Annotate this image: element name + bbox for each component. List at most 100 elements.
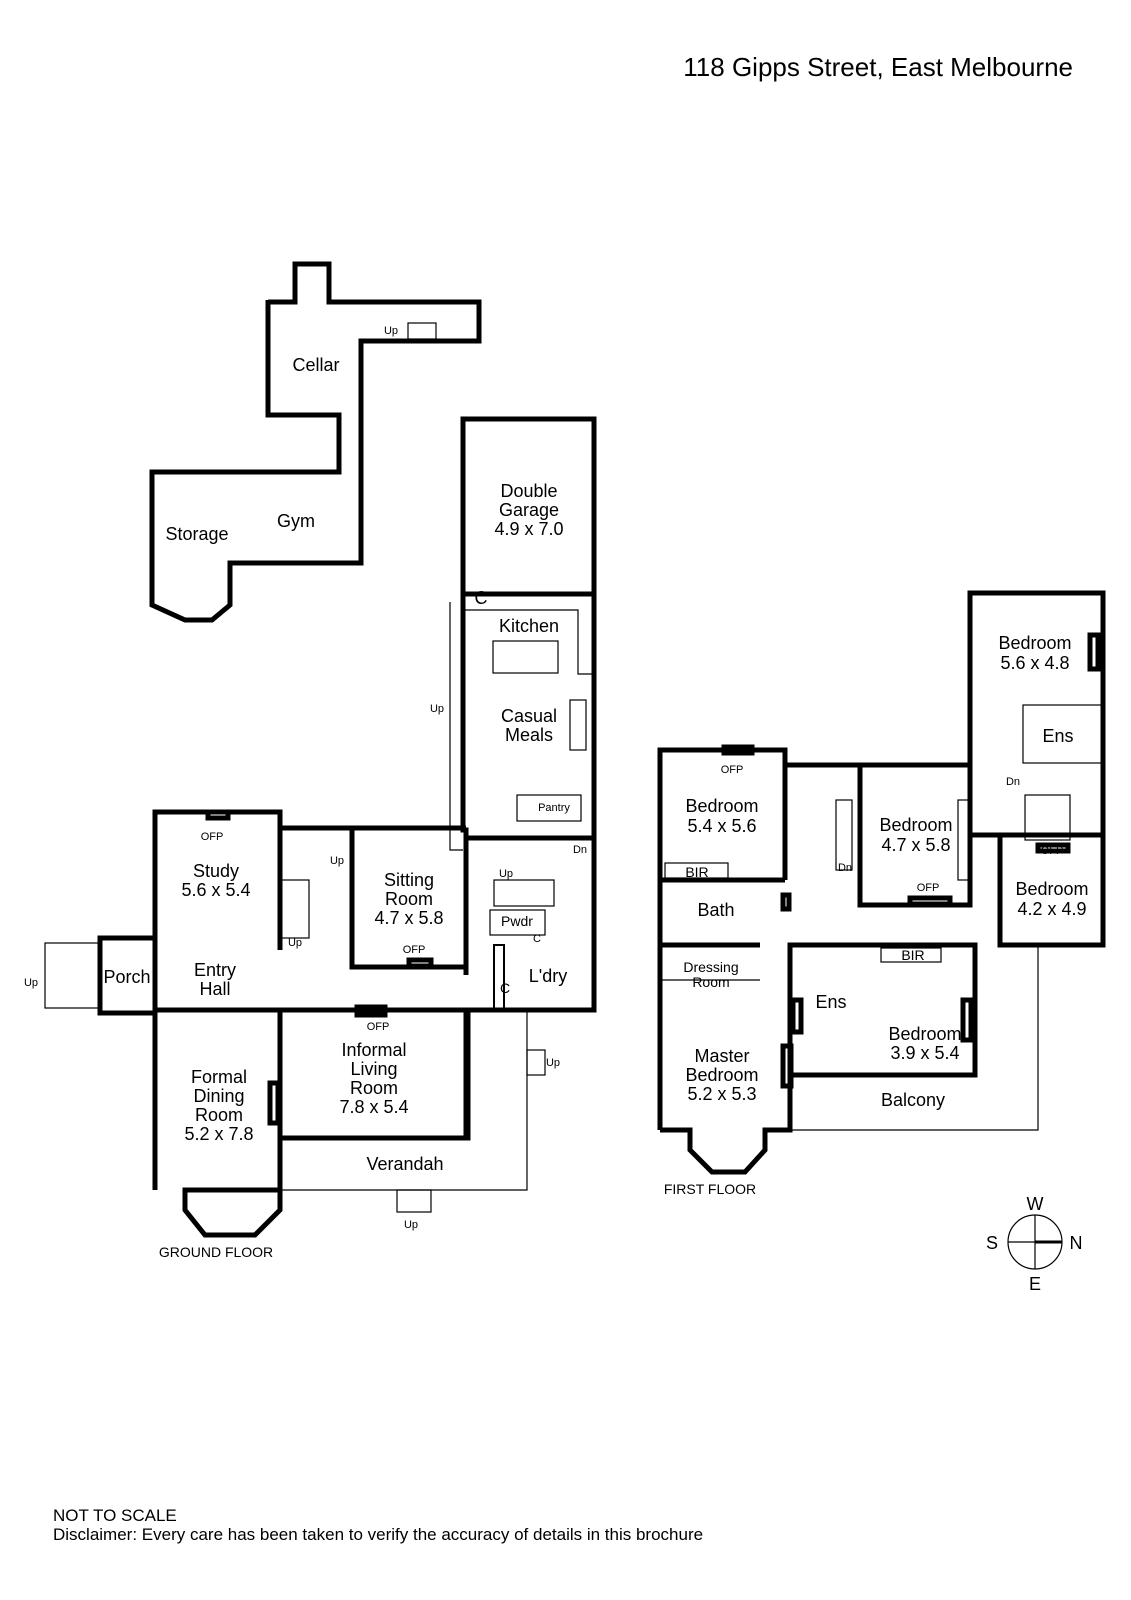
room-label: N — [1070, 1233, 1083, 1253]
room-label: Pwdr — [501, 913, 533, 929]
room-label: Bedroom — [879, 815, 952, 835]
wall-line — [780, 1043, 794, 1089]
room-label: 5.2 x 7.8 — [184, 1124, 253, 1144]
disclaimer-text: Disclaimer: Every care has been taken to… — [53, 1525, 704, 1544]
wall-line — [907, 895, 953, 907]
room-label: Bedroom — [1015, 879, 1088, 899]
room-label: Room — [350, 1078, 398, 1098]
room-label: Porch — [103, 967, 150, 987]
room-label: 5.4 x 5.6 — [687, 816, 756, 836]
wall-line — [460, 594, 469, 975]
room-label: Bedroom — [685, 1065, 758, 1085]
room-label: OFP — [1041, 845, 1064, 857]
room-label: Living — [350, 1059, 397, 1079]
room-label: 5.6 x 4.8 — [1000, 653, 1069, 673]
wall-line — [396, 1189, 432, 1213]
room-label: 7.8 x 5.4 — [339, 1097, 408, 1117]
room-label: S — [986, 1233, 998, 1253]
room-label: Room — [195, 1105, 243, 1125]
wall-line — [492, 640, 559, 674]
wall-line — [569, 699, 587, 751]
ground-floor-label: GROUND FLOOR — [159, 1244, 273, 1260]
room-label: Up — [430, 703, 444, 715]
room-label: E — [1029, 1274, 1041, 1294]
cellar-label: Cellar — [292, 355, 339, 375]
room-label: Casual — [501, 706, 557, 726]
room-label: Bath — [697, 900, 734, 920]
room-label: BIR — [901, 947, 924, 963]
wall-line — [516, 794, 582, 822]
room-label: C — [475, 588, 488, 608]
wall-line — [182, 1010, 283, 1238]
wall-line — [660, 942, 978, 1175]
wall-line — [957, 799, 971, 881]
room-label: OFP — [367, 1021, 390, 1033]
wall-line — [997, 832, 1106, 948]
wall-line — [1035, 842, 1071, 854]
room-label: Dn — [573, 844, 587, 856]
room-label: Room — [385, 889, 433, 909]
kitchen-label: Kitchen — [499, 616, 559, 636]
room-label: Double — [500, 481, 557, 501]
room-label: Up — [546, 1057, 560, 1069]
room-label: Formal — [191, 1067, 247, 1087]
first-stairs — [835, 799, 853, 871]
room-label: Bedroom — [998, 633, 1071, 653]
room-label: Master — [694, 1046, 749, 1066]
wall-line — [449, 602, 463, 851]
room-label: Dn — [1006, 776, 1020, 788]
wall-line — [526, 1049, 546, 1076]
room-label: Sitting — [384, 870, 434, 890]
room-label: Bedroom — [685, 796, 758, 816]
room-label: C — [500, 980, 510, 996]
porch-steps — [44, 942, 101, 1009]
compass: W E S N — [986, 1194, 1083, 1294]
room-label: Meals — [505, 725, 553, 745]
wall-line — [463, 609, 594, 675]
room-label: Verandah — [366, 1154, 443, 1174]
room-label: 4.7 x 5.8 — [881, 835, 950, 855]
room-label: Up — [288, 937, 302, 949]
room-label: Ens — [815, 992, 846, 1012]
room-label: Dn — [838, 862, 852, 874]
garage-walls — [460, 416, 597, 597]
room-label: Study — [193, 861, 239, 881]
room-label: Up — [404, 1219, 418, 1231]
room-label: OFP — [721, 764, 744, 776]
room-label: Dining — [193, 1086, 244, 1106]
room-label: C — [533, 933, 541, 945]
wall-line — [466, 594, 597, 1013]
cellar-stairs — [407, 322, 437, 340]
room-label: 3.9 x 5.4 — [890, 1043, 959, 1063]
wall-line — [780, 892, 792, 912]
wall-line — [967, 590, 1106, 838]
wall-line — [267, 1080, 281, 1126]
first-floor-label: FIRST FLOOR — [664, 1181, 756, 1197]
wall-line — [1022, 704, 1104, 764]
room-label: Bedroom — [888, 1024, 961, 1044]
room-label: Dressing — [683, 959, 738, 975]
wall-line — [406, 957, 434, 969]
room-label: OFP — [917, 882, 940, 894]
room-label: BIR — [685, 864, 708, 880]
cellar-up-label: Up — [384, 325, 398, 337]
wall-line — [354, 1004, 388, 1018]
wall-line — [790, 997, 804, 1035]
wall-line — [880, 947, 942, 963]
room-label: 5.6 x 5.4 — [181, 880, 250, 900]
wall-line — [205, 809, 231, 821]
wall-line — [664, 862, 729, 879]
room-label: Informal — [341, 1040, 406, 1060]
room-label: Room — [692, 974, 729, 990]
wall-line — [489, 909, 546, 936]
room-label: 4.9 x 7.0 — [494, 519, 563, 539]
wall-line — [493, 944, 505, 1011]
room-label: Up — [24, 977, 38, 989]
wall-line — [721, 744, 755, 756]
ground-stairs — [280, 879, 310, 939]
room-label: Ens — [1042, 726, 1073, 746]
room-label: 4.7 x 5.8 — [374, 908, 443, 928]
room-label: L'dry — [529, 966, 567, 986]
wall-line — [493, 879, 555, 907]
